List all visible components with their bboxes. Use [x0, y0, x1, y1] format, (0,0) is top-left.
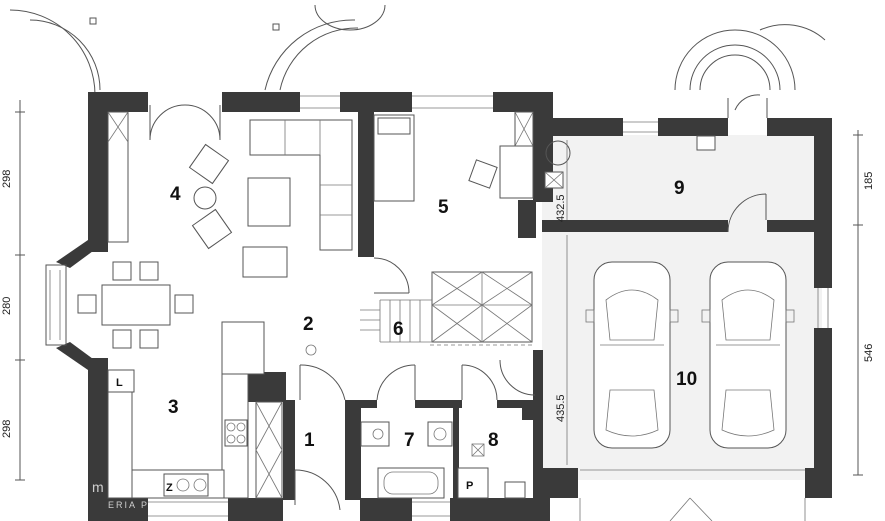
dim-inner-top: 432.5: [555, 194, 567, 222]
dim-left-bottom: 298: [1, 420, 13, 438]
garage-details: [544, 135, 806, 521]
room-label-3: 3: [168, 397, 179, 418]
fixture-label-l: L: [116, 377, 123, 389]
bathroom-fixtures: [360, 421, 526, 499]
room-label-9: 9: [674, 178, 685, 199]
room-label-4: 4: [170, 184, 181, 205]
room-label-2: 2: [303, 314, 314, 335]
fixture-label-z: Z: [166, 482, 173, 494]
kitchen-furniture: [107, 321, 317, 499]
dimension-lines: [15, 100, 863, 481]
dim-left-middle: 280: [1, 297, 13, 315]
room-label-7: 7: [404, 430, 415, 451]
living-room-furniture: [77, 111, 353, 349]
room-label-6: 6: [393, 319, 404, 340]
dim-right-bottom: 546: [863, 344, 875, 362]
dim-inner-bottom: 435.5: [555, 394, 567, 422]
walls: [56, 92, 832, 521]
hall-doors: [294, 98, 768, 511]
room-label-8: 8: [488, 430, 499, 451]
windows: [45, 95, 829, 517]
room-label-10: 10: [676, 369, 697, 390]
dim-right-top: 185: [863, 172, 875, 190]
bedroom-furniture: [373, 111, 534, 294]
dim-left-top: 298: [1, 170, 13, 188]
watermark-text: ERIA P: [108, 500, 149, 510]
room-label-5: 5: [438, 197, 449, 218]
car-right: [701, 261, 795, 449]
watermark-logo: m: [92, 479, 104, 495]
staircase: [360, 271, 533, 346]
site-arcs: [9, 4, 826, 111]
room-label-1: 1: [304, 430, 315, 451]
terrace-door: [149, 104, 221, 141]
car-left: [585, 261, 679, 449]
fixture-label-p: P: [466, 480, 473, 492]
